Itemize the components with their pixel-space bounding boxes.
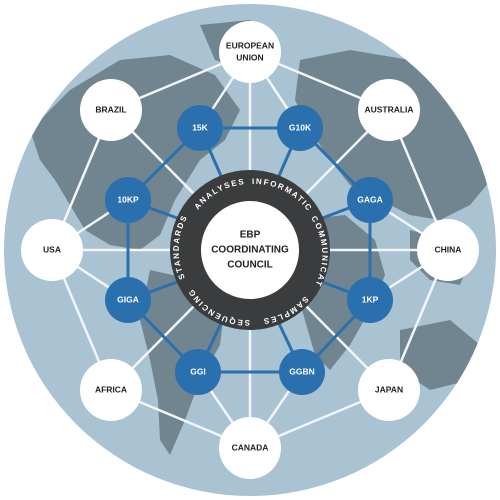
node-brazil-label: BRAZIL (95, 104, 126, 114)
node-gaga[interactable]: GAGA (347, 177, 393, 223)
center-label-line2: COORDINATING (211, 245, 289, 256)
center-label-line1: EBP (240, 230, 261, 241)
node-australia-label: AUSTRALIA (364, 104, 413, 114)
node-china[interactable]: CHINA (417, 219, 479, 281)
node-usa-label: USA (43, 244, 61, 254)
node-japan-label: JAPAN (375, 384, 403, 394)
node-usa[interactable]: USA (21, 219, 83, 281)
node-africa-label: AFRICA (95, 384, 127, 394)
node-china-label: CHINA (435, 244, 462, 254)
node-canada[interactable]: CANADA (219, 417, 281, 479)
node-ggbn-label: GGBN (289, 366, 315, 376)
node-gaga-label: GAGA (357, 194, 383, 204)
center-white-disc (201, 201, 299, 299)
node-brazil[interactable]: BRAZIL (80, 79, 142, 141)
australia-land (400, 320, 480, 390)
node-g10k-label: G10K (289, 122, 312, 132)
node-european-union[interactable]: EUROPEAN UNION (219, 21, 281, 83)
node-european-union-label-2: UNION (236, 52, 263, 62)
node-15k-label: 15K (192, 122, 208, 132)
node-1kp-label: 1KP (362, 294, 379, 304)
node-10kp-label: 10KP (117, 194, 139, 204)
node-15k[interactable]: 15K (177, 105, 223, 151)
node-ggi-label: GGI (190, 366, 206, 376)
node-10kp[interactable]: 10KP (105, 177, 151, 223)
node-africa[interactable]: AFRICA (80, 359, 142, 421)
center-label-line3: COUNCIL (227, 260, 273, 271)
node-european-union-label-1: EUROPEAN (226, 40, 274, 50)
node-giga-label: GIGA (117, 294, 139, 304)
node-ggi[interactable]: GGI (175, 349, 221, 395)
node-ggbn[interactable]: GGBN (279, 349, 325, 395)
node-giga[interactable]: GIGA (105, 277, 151, 323)
node-1kp[interactable]: 1KP (347, 277, 393, 323)
node-g10k[interactable]: G10K (277, 105, 323, 151)
node-japan[interactable]: JAPAN (358, 359, 420, 421)
node-canada-label: CANADA (232, 442, 269, 452)
node-australia[interactable]: AUSTRALIA (358, 79, 420, 141)
